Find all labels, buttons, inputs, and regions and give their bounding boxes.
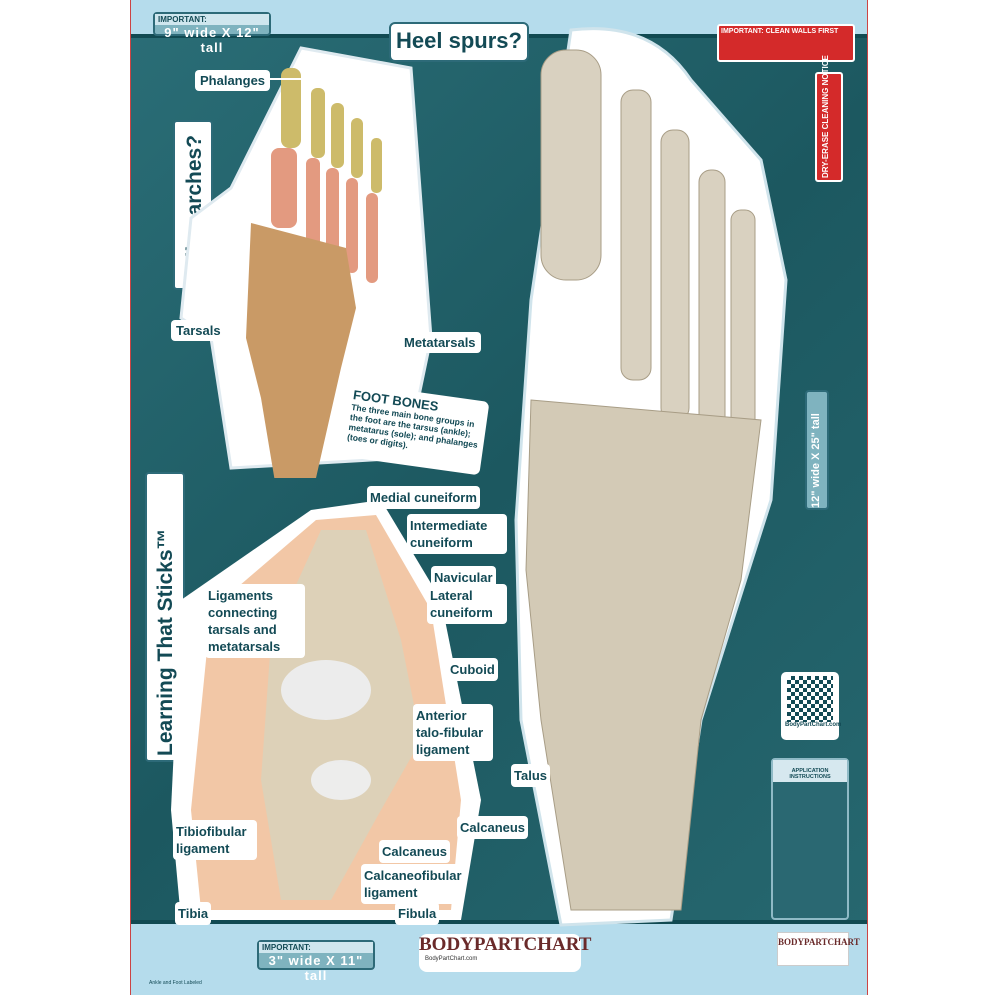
instructions-title: APPLICATION INSTRUCTIONS — [773, 760, 847, 782]
label-anterior-talo-fibular: Anterior talo-fibular ligament — [413, 704, 493, 761]
brand-logo: BODYPARTCHART BodyPartChart.com — [419, 934, 592, 972]
metatarsal-bones — [271, 148, 378, 283]
label-fibula: Fibula — [395, 902, 440, 925]
poster: IMPORTANT: 9" wide X 12" tall Heel spurs… — [130, 0, 868, 995]
notice-label: IMPORTANT: — [155, 14, 269, 25]
label-medial-cuneiform: Medial cuneiform — [367, 486, 480, 509]
phalanges-bones — [281, 68, 382, 193]
label-calcaneus: Calcaneus — [457, 816, 529, 839]
label-intermediate-cuneiform: Intermediate cuneiform — [407, 514, 507, 554]
clean-walls-title: IMPORTANT: CLEAN WALLS FIRST — [721, 28, 839, 35]
size-notice-top: IMPORTANT: 9" wide X 12" tall — [153, 12, 271, 55]
notice-label: IMPORTANT: — [259, 942, 373, 953]
label-tibiofibular: Tibiofibular ligament — [173, 820, 257, 860]
notice-size: 9" wide X 12" tall — [164, 25, 260, 55]
foot-skeleton-sticker — [514, 27, 788, 927]
dry-erase-title: DRY-ERASE CLEANING NOTICE — [821, 55, 830, 178]
label-lateral-cuneiform: Lateral cuneiform — [427, 584, 507, 624]
label-phalanges: Phalanges — [195, 70, 271, 91]
qr-pattern-icon — [787, 676, 833, 722]
heel-spurs-sticker: Heel spurs? — [389, 22, 529, 62]
footer-label: Ankle and Foot Labeled — [149, 980, 202, 986]
label-cuboid: Cuboid — [447, 658, 498, 681]
foot-bones-sticker — [179, 46, 433, 478]
brand-name: BODYPARTCHART — [419, 934, 592, 955]
qr-url: BodyPartChart.com — [785, 722, 842, 728]
brand-url: BodyPartChart.com — [425, 956, 478, 962]
label-metatarsals: Metatarsals — [399, 332, 481, 353]
application-instructions: APPLICATION INSTRUCTIONS — [771, 758, 849, 920]
label-tibia: Tibia — [175, 902, 212, 925]
tarsal-bones — [246, 223, 356, 478]
dry-erase-notice: DRY-ERASE CLEANING NOTICE — [815, 55, 843, 182]
brand-logo-small: BODYPARTCHART — [777, 932, 860, 966]
size-notice-bottom: IMPORTANT: 3" wide X 11" tall — [257, 940, 375, 983]
qr-code[interactable]: BodyPartChart.com — [781, 672, 842, 740]
tarsal-bones-large — [525, 399, 762, 911]
size-notice-side: 12" wide X 25" tall — [805, 390, 829, 510]
label-calcaneofibular: Calcaneofibular ligament — [361, 864, 462, 904]
toe-bones — [540, 49, 756, 461]
label-tarsals: Tarsals — [171, 320, 226, 341]
label-calcaneus-ankle: Calcaneus — [379, 840, 451, 863]
ligaments — [281, 660, 371, 800]
label-navicular: Navicular — [431, 566, 496, 589]
notice-size: 3" wide X 11" tall — [268, 953, 364, 983]
notice-size: 12" wide X 25" tall — [810, 413, 822, 508]
clean-walls-notice: IMPORTANT: CLEAN WALLS FIRST — [717, 24, 855, 62]
label-line — [223, 78, 353, 80]
label-talus: Talus — [511, 764, 550, 787]
label-ligaments: Ligaments connecting tarsals and metatar… — [205, 584, 305, 658]
